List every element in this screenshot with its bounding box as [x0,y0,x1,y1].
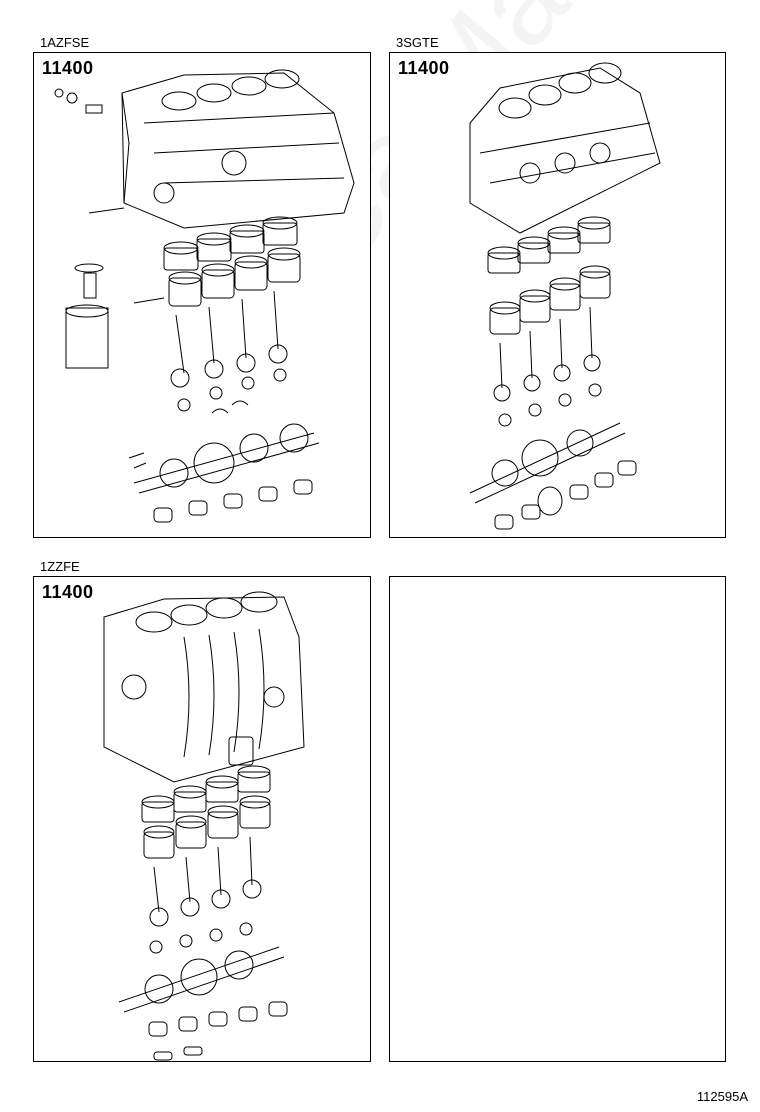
part-code[interactable]: 11400 [398,58,450,78]
short-block-illustration [34,577,371,1062]
part-code[interactable]: 11400 [42,58,94,78]
engine-label-1azfse: 1AZFSE [40,35,90,50]
document-id: 112595A [696,1089,748,1104]
panel-1zzfe[interactable]: 11400 [33,576,371,1062]
short-block-illustration [390,53,726,538]
panel-empty [389,576,726,1062]
engine-label-3sgte: 3SGTE [396,35,439,50]
part-code[interactable]: 11400 [42,582,94,602]
short-block-illustration [34,53,371,538]
engine-label-1zzfe: 1ZZFE [40,559,80,574]
panel-3sgte[interactable]: 11400 [389,52,726,538]
panel-1azfse[interactable]: 11400 [33,52,371,538]
